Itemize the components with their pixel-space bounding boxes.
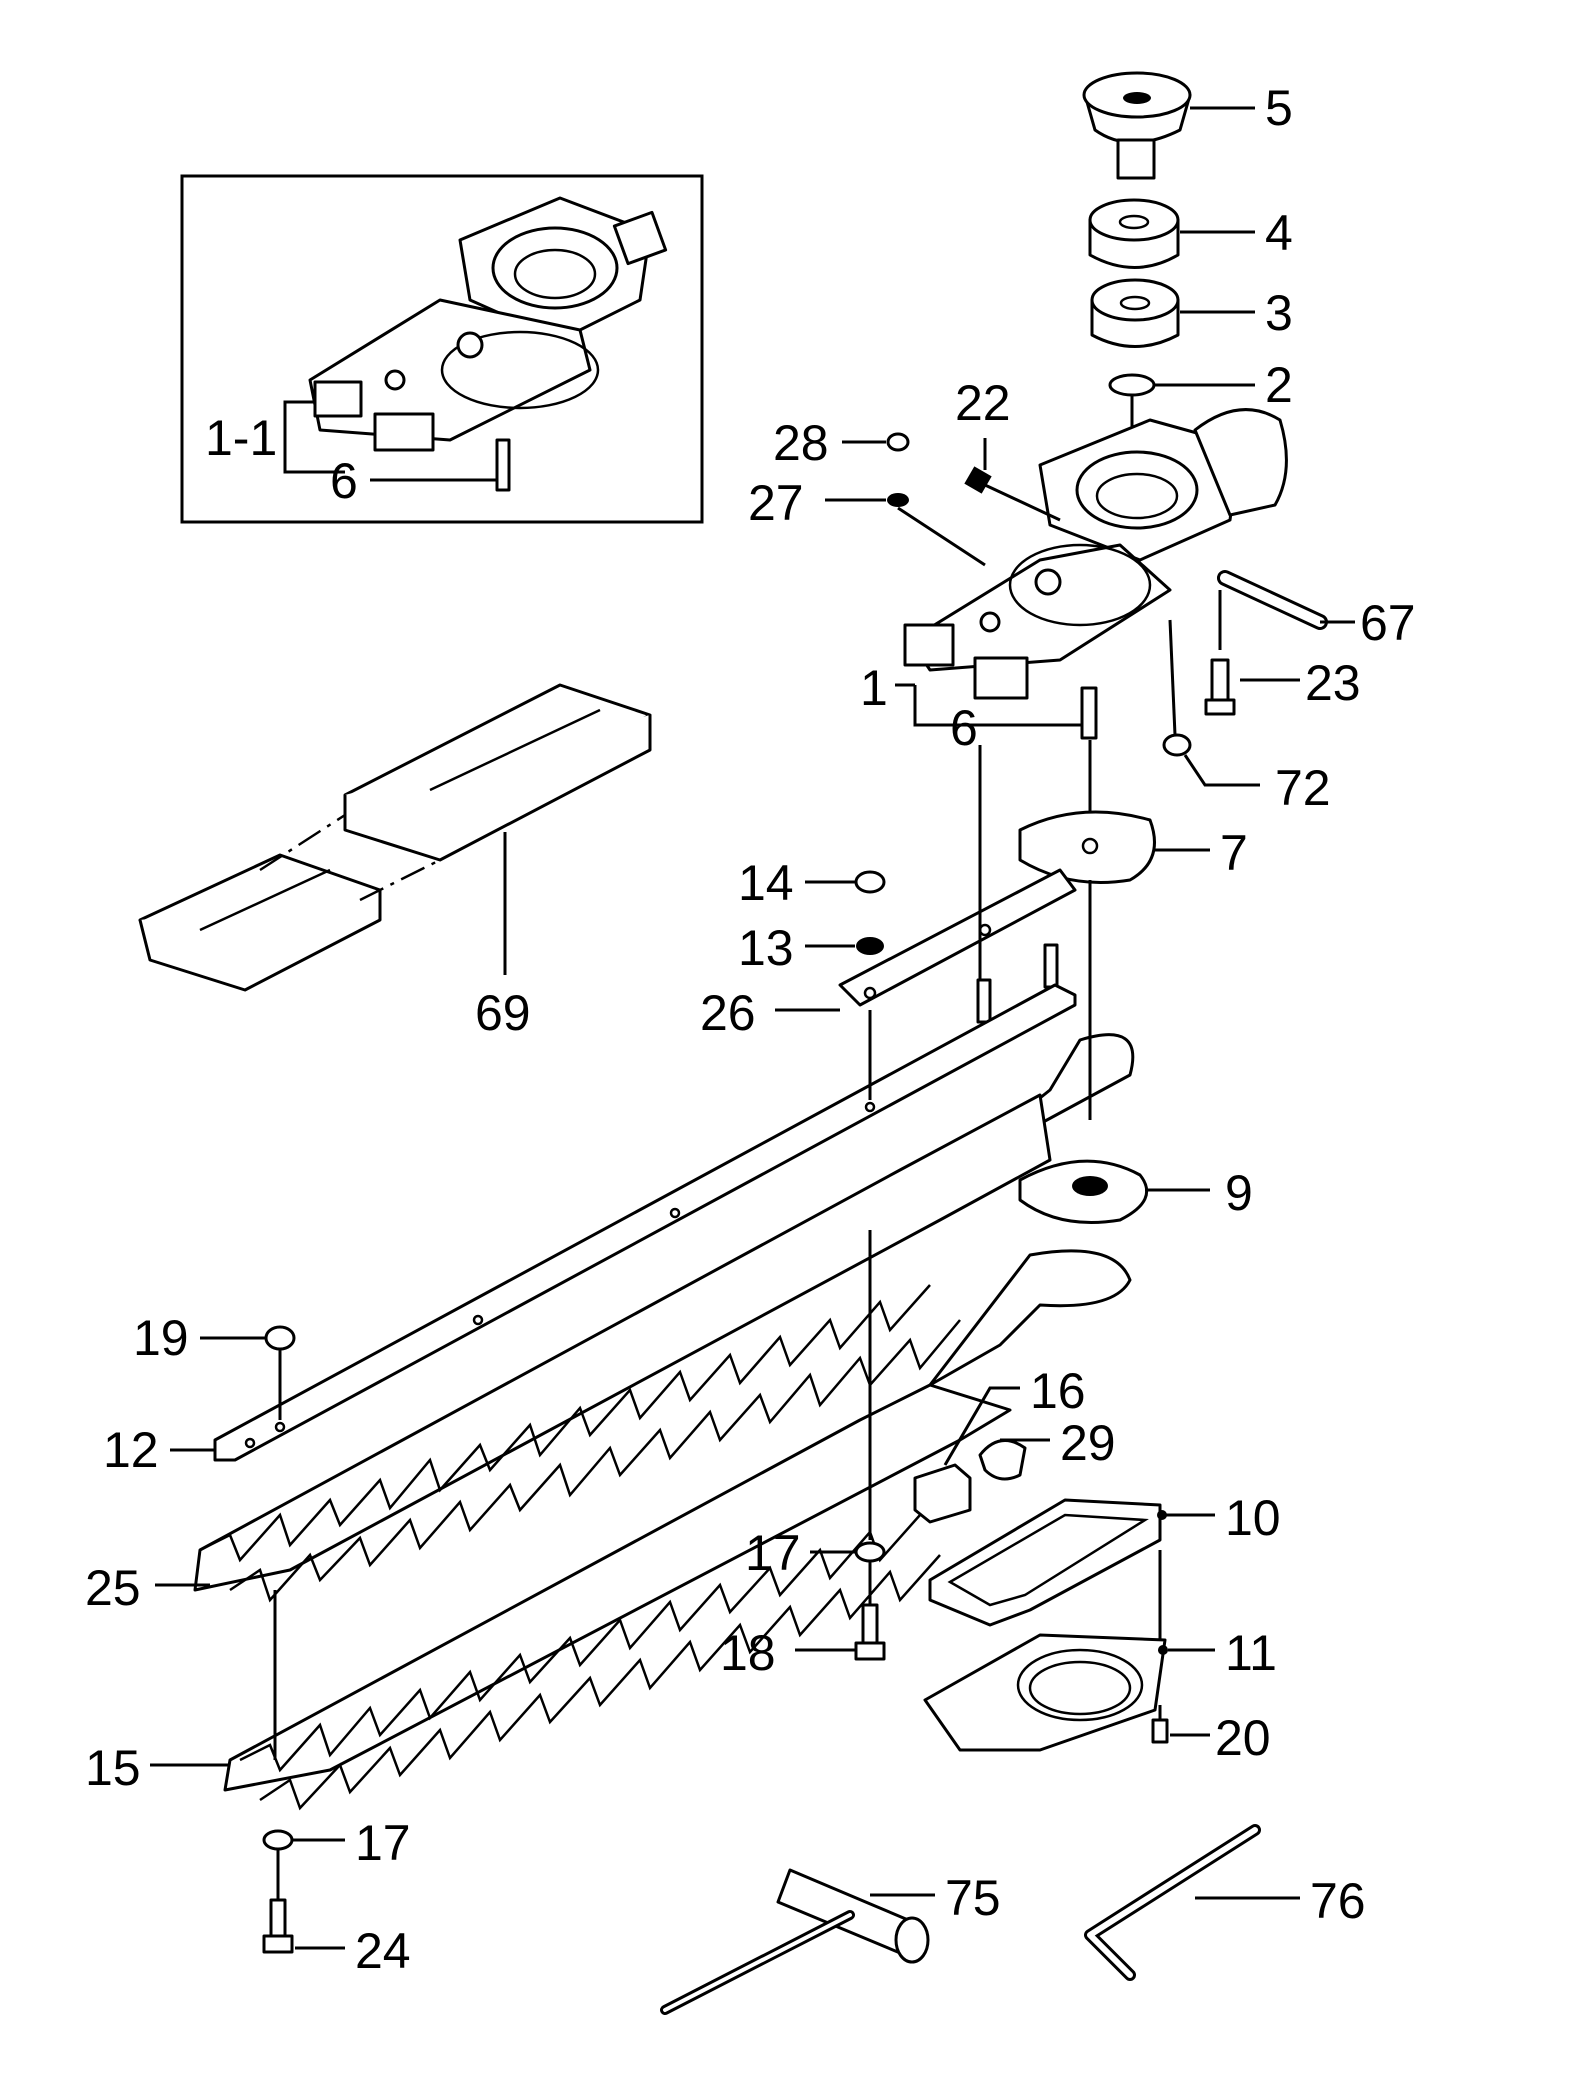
callout-67: 67: [1360, 595, 1416, 651]
callout-15: 15: [85, 1740, 141, 1796]
callout-76: 76: [1310, 1873, 1366, 1929]
callout-4: 4: [1265, 205, 1293, 261]
cover-plate-part-11: [923, 1633, 1215, 1752]
block-part-16: [913, 1386, 1020, 1524]
cup-part-5: [1082, 71, 1255, 180]
callout-7: 7: [1220, 825, 1248, 881]
clip-part-29: [978, 1438, 1050, 1481]
callout-2: 2: [1265, 357, 1293, 413]
washer-part-13: [805, 937, 884, 955]
inset-gearcase-assembly: 1-1 6: [180, 174, 704, 524]
gasket-part-10: [928, 1498, 1215, 1650]
inset-callout-1-1: 1-1: [205, 410, 277, 466]
pin-part-6: [1080, 686, 1098, 740]
callout-75: 75: [945, 1870, 1001, 1926]
inset-pin: [495, 438, 511, 492]
inset-block-left: [313, 380, 363, 418]
plate-part-7: [1018, 740, 1210, 884]
callout-25: 25: [85, 1560, 141, 1616]
inset-gearcase-bore: [491, 226, 619, 310]
inset-frame: [180, 174, 704, 524]
screw-part-20: [1151, 1705, 1210, 1744]
bolt-part-18: [795, 1562, 886, 1661]
callout-27: 27: [748, 475, 804, 531]
screw-part-22: [964, 438, 1061, 522]
washer-part-27: [825, 493, 986, 567]
bolt-part-24: [262, 1850, 345, 1954]
nut-part-28: [842, 432, 910, 452]
bolt-part-23: [1204, 590, 1300, 716]
callout-19: 19: [133, 1310, 189, 1366]
callout-23: 23: [1305, 655, 1361, 711]
callout-5: 5: [1265, 80, 1293, 136]
nut-part-14: [805, 870, 886, 894]
gearcase-handle-mount: [1193, 408, 1288, 517]
callout-72: 72: [1275, 760, 1331, 816]
washer-part-17-left: [262, 1829, 345, 1851]
plate-part-9: [1018, 880, 1210, 1224]
callout-17-right: 17: [745, 1525, 801, 1581]
washer-part-17-right: [810, 1230, 886, 1563]
callout-13: 13: [738, 920, 794, 976]
callout-26: 26: [700, 985, 756, 1041]
callout-18: 18: [720, 1625, 776, 1681]
nut-part-72: [1162, 619, 1260, 787]
gearcase-body: [908, 543, 1172, 672]
gearcase-part-1: [903, 395, 1355, 740]
callout-69: 69: [475, 985, 531, 1041]
inset-callout-6: 6: [330, 453, 358, 509]
circlip-part-2: [1108, 373, 1255, 397]
callout-29: 29: [1060, 1415, 1116, 1471]
bearing-part-4: [1088, 198, 1255, 269]
blade-part-15: [150, 1249, 1132, 1811]
inset-block-right: [373, 412, 435, 452]
callout-6: 6: [950, 700, 978, 756]
callout-11: 11: [1225, 1625, 1277, 1681]
guide-bar-part-12: [170, 983, 1077, 1462]
callout-28: 28: [773, 415, 829, 471]
hex-key-part-76: [1084, 1824, 1300, 1981]
blade-cover-part-69: [138, 683, 652, 992]
callout-14: 14: [738, 855, 794, 911]
callout-16: 16: [1030, 1363, 1086, 1419]
callout-12: 12: [103, 1422, 159, 1478]
callout-labels: 5 4 3 2 22 28 27 67 23 1 6 72 7 14 13 26…: [85, 80, 1416, 1979]
callout-3: 3: [1265, 285, 1293, 341]
callout-20: 20: [1215, 1710, 1271, 1766]
callout-9: 9: [1225, 1165, 1253, 1221]
blade-part-25: [155, 1033, 1135, 1603]
callout-10: 10: [1225, 1490, 1281, 1546]
callout-24: 24: [355, 1923, 411, 1979]
t-wrench-part-75: [660, 1868, 935, 2015]
bar-part-26: [775, 745, 1077, 1024]
callout-17-left: 17: [355, 1815, 411, 1871]
callout-1: 1: [860, 660, 888, 716]
nut-part-19: [200, 1325, 296, 1420]
inset-gearcase-body: [308, 298, 592, 442]
callout-22: 22: [955, 375, 1011, 431]
bearing-part-3: [1090, 278, 1255, 348]
